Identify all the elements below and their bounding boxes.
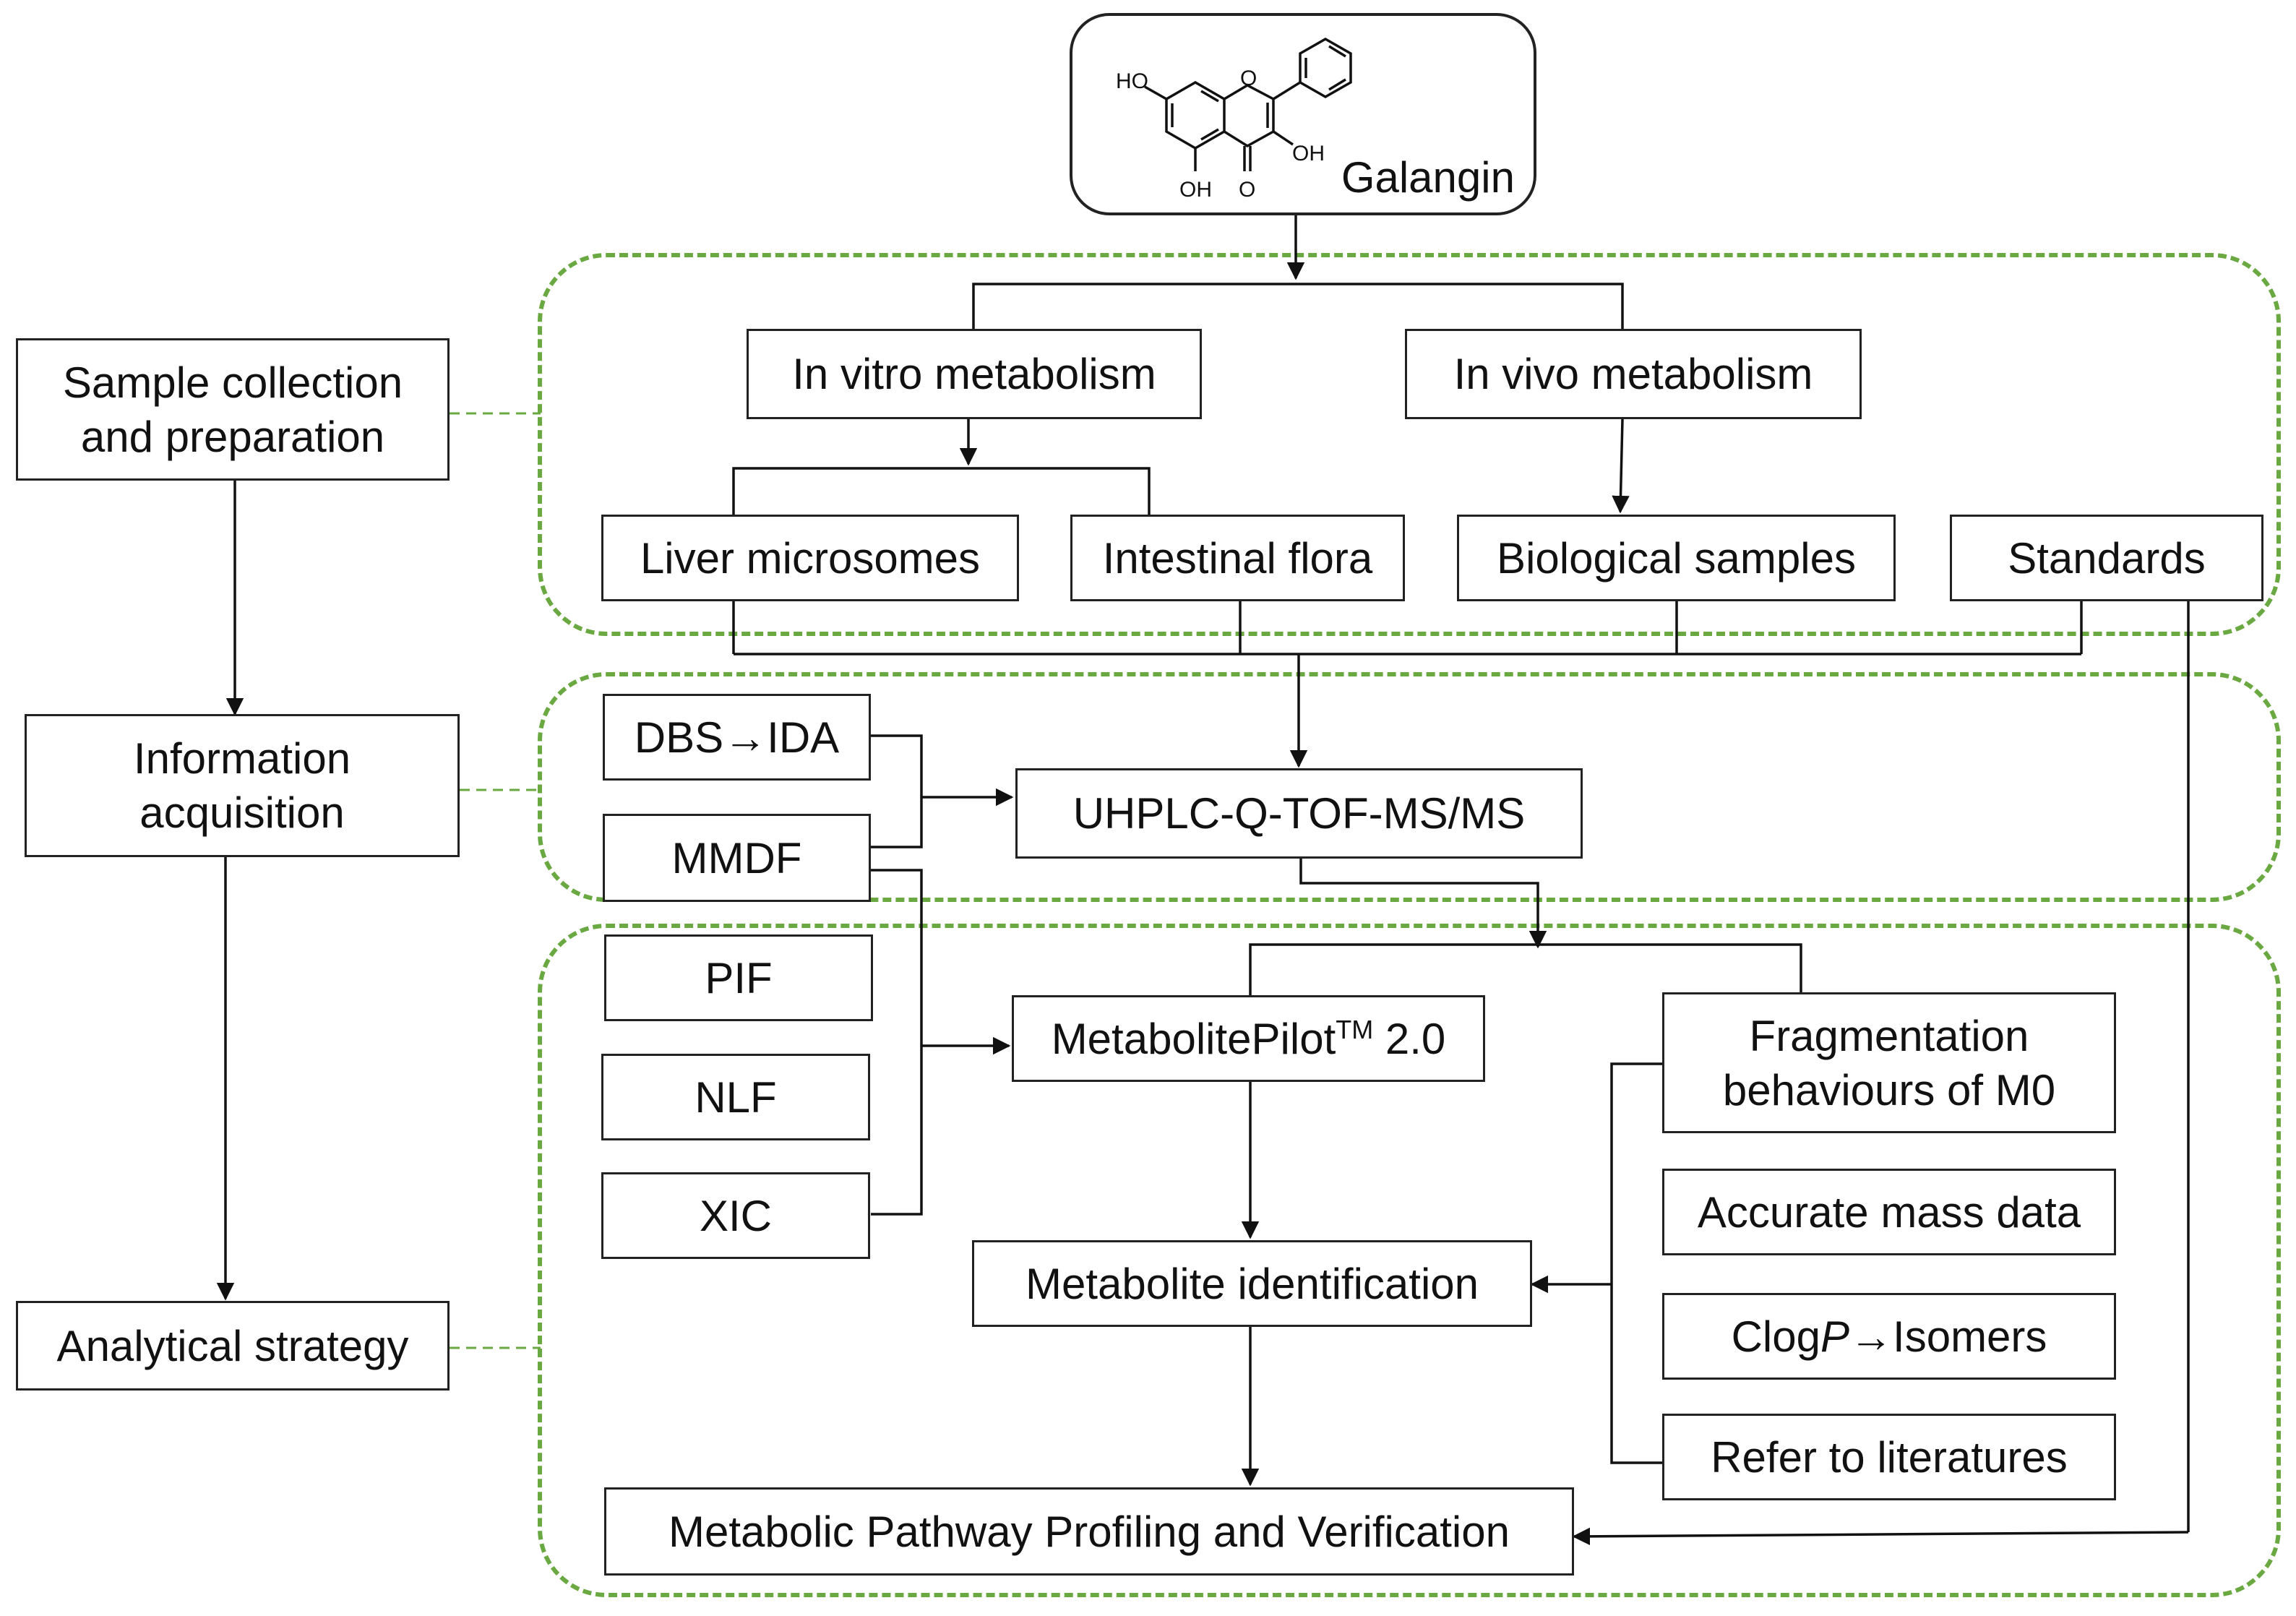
pif-label: PIF [705,953,773,1002]
clogp-suffix: →Isomers [1849,1312,2047,1361]
stage-information-acquisition: Information acquisition [25,714,460,857]
metabolite-id-label: Metabolite identification [1025,1259,1479,1308]
intestinal-flora-box: Intestinal flora [1070,515,1405,601]
mmdf-box: MMDF [603,814,871,902]
liver-label: Liver microsomes [640,533,981,583]
galangin-structure-icon: HO O OH OH O [1116,37,1352,202]
dbs-label: DBS→IDA [634,713,840,762]
xic-label: XIC [699,1191,773,1240]
stage-analytical-strategy: Analytical strategy [16,1301,450,1391]
clogp-box: ClogP→Isomers [1662,1293,2116,1380]
sample-group-region [538,253,2281,636]
pathway-profiling-box: Metabolic Pathway Profiling and Verifica… [604,1487,1574,1576]
keto-oxygen-label: O [1239,178,1255,202]
stage-analysis-label: Analytical strategy [56,1321,409,1370]
dbs-ida-box: DBS→IDA [603,694,871,781]
metabolitepilot-box: MetabolitePilotTM 2.0 [1012,995,1485,1082]
pilot-version: 2.0 [1373,1014,1446,1063]
standards-box: Standards [1950,515,2263,601]
pathway-label: Metabolic Pathway Profiling and Verifica… [668,1507,1510,1556]
stage-info-label: Information acquisition [133,734,351,837]
stage-sample-collection: Sample collection and preparation [16,338,450,481]
standards-label: Standards [2008,533,2206,583]
biological-label: Biological samples [1497,533,1856,583]
metabolitepilot-label: MetabolitePilotTM 2.0 [1052,1012,1446,1066]
intestinal-label: Intestinal flora [1102,533,1373,583]
accurate-mass-label: Accurate mass data [1697,1187,2081,1237]
clogp-prefix: Clog [1731,1312,1820,1361]
accurate-mass-box: Accurate mass data [1662,1169,2116,1255]
uhplc-box: UHPLC-Q-TOF-MS/MS [1015,768,1583,859]
xic-box: XIC [601,1172,870,1259]
metabolite-identification-box: Metabolite identification [972,1240,1532,1327]
in-vivo-box: In vivo metabolism [1405,329,1862,419]
refer-literature-box: Refer to literatures [1662,1414,2116,1500]
in-vivo-label: In vivo metabolism [1453,350,1813,398]
ho-group-label: HO [1116,69,1148,93]
nlf-label: NLF [695,1073,777,1122]
ring-oxygen-label: O [1240,66,1257,90]
info-group-region [538,672,2281,902]
mmdf-label: MMDF [671,833,802,882]
galangin-compound-box: HO O OH OH O Galangin [1070,13,1536,215]
fragmentation-box: Fragmentation behaviours of M0 [1662,992,2116,1133]
oh-3-label: OH [1292,142,1325,166]
biological-samples-box: Biological samples [1457,515,1896,601]
in-vitro-label: In vitro metabolism [792,350,1156,398]
pilot-trademark: TM [1336,1014,1374,1044]
liver-microsomes-box: Liver microsomes [601,515,1019,601]
in-vitro-box: In vitro metabolism [747,329,1202,419]
nlf-box: NLF [601,1054,870,1140]
pilot-name: MetabolitePilot [1051,1014,1336,1063]
pif-box: PIF [604,934,873,1021]
uhplc-label: UHPLC-Q-TOF-MS/MS [1072,789,1526,838]
clogp-label: ClogP→Isomers [1732,1310,2047,1364]
compound-name: Galangin [1341,153,1515,202]
stage-sample-label: Sample collection and preparation [62,358,403,461]
oh-5-label: OH [1179,178,1212,202]
analysis-group-region [538,924,2281,1597]
fragmentation-label: Fragmentation behaviours of M0 [1722,1011,2056,1114]
clogp-p: P [1820,1312,1850,1361]
refer-literature-label: Refer to literatures [1711,1432,2068,1482]
